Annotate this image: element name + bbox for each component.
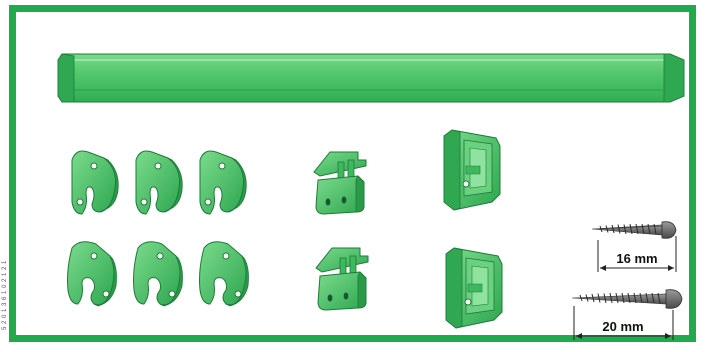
hook-bracket — [199, 241, 249, 307]
screw-16mm: 16 mm — [591, 221, 677, 272]
clip-holder — [315, 247, 369, 311]
screw-20-label: 20 mm — [602, 319, 643, 334]
hook-bracket — [135, 150, 183, 215]
end-cap — [445, 247, 503, 329]
screw-16-label: 16 mm — [616, 251, 657, 266]
hook-bracket — [133, 241, 183, 307]
hook-bracket — [71, 150, 119, 215]
screw-20mm: 20 mm — [571, 289, 683, 340]
clip-holder — [313, 151, 367, 215]
rail — [57, 53, 685, 103]
hook-bracket — [199, 150, 247, 215]
end-cap — [443, 129, 501, 211]
hook-bracket — [67, 241, 117, 307]
